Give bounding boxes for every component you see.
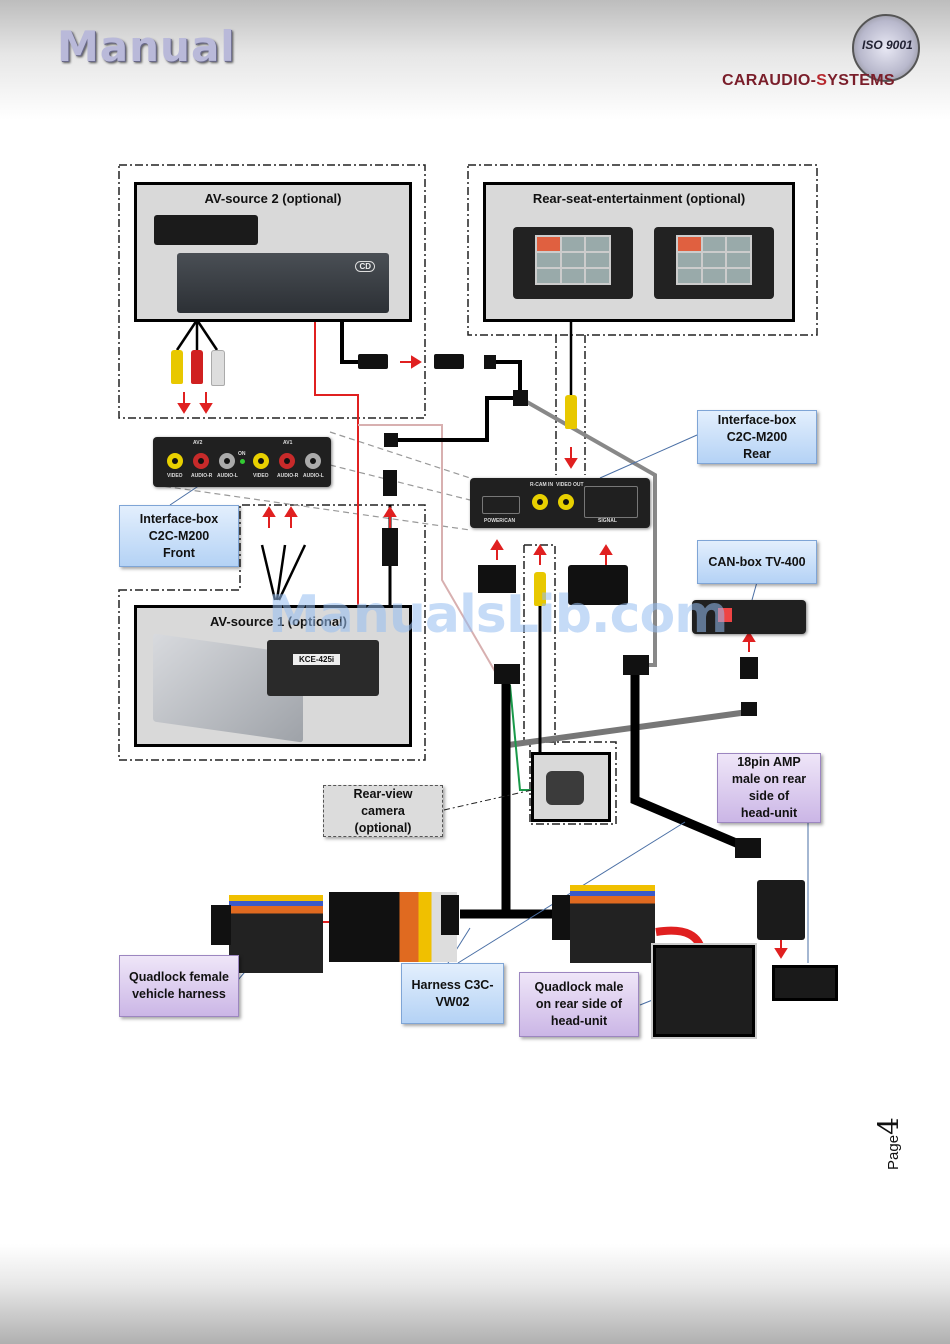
can-box-device bbox=[692, 600, 806, 634]
page-header: Manual ISO 9001 CARAUDIO-SYSTEMS bbox=[0, 0, 950, 120]
label-can-box: CAN-box TV-400 bbox=[697, 540, 817, 584]
signal-plug bbox=[568, 565, 628, 605]
harness-quadlock-female-image bbox=[570, 885, 655, 963]
quadlock-female-image bbox=[229, 895, 323, 973]
amp-connector-image bbox=[757, 880, 805, 940]
camera-rca-outline bbox=[523, 544, 556, 745]
power-led-icon bbox=[240, 459, 245, 464]
power-can-port bbox=[482, 496, 520, 514]
dvd-player-slim-image bbox=[154, 215, 258, 245]
connector-av2-out bbox=[358, 354, 388, 369]
av-source-2-box: AV-source 2 (optional) CD bbox=[134, 182, 412, 322]
jack-av2-video bbox=[167, 453, 183, 469]
harness-joint-right bbox=[623, 655, 649, 675]
harness-end-right bbox=[552, 895, 570, 940]
group-outline-av2 bbox=[118, 164, 426, 419]
iso-certification-badge-icon: ISO 9001 bbox=[852, 14, 920, 82]
harness-end-mid bbox=[441, 895, 459, 935]
harness-quadlock-male-image bbox=[329, 892, 457, 962]
connector-front-box-lower bbox=[382, 528, 398, 566]
head-unit-quadlock-image bbox=[651, 943, 757, 1039]
jack-av2-audio-l bbox=[219, 453, 235, 469]
connector-front-box-mid bbox=[383, 470, 397, 496]
jack-video-out bbox=[558, 494, 574, 510]
jack-av1-audio-r bbox=[279, 453, 295, 469]
harness-end-left bbox=[211, 905, 231, 945]
rse-screen-right bbox=[654, 227, 774, 299]
dip-switch-icon bbox=[718, 608, 732, 622]
av-source-2-title: AV-source 2 (optional) bbox=[204, 191, 342, 206]
av-source-1-title: AV-source 1 (optional) bbox=[210, 614, 347, 629]
harness-joint-left bbox=[494, 664, 520, 684]
rca-plug-camera bbox=[534, 572, 546, 606]
group-outline-rse bbox=[467, 164, 818, 336]
rca-plug-white bbox=[211, 350, 225, 386]
rse-screen-left bbox=[513, 227, 633, 299]
rear-seat-entertainment-box: Rear-seat-entertainment (optional) bbox=[483, 182, 795, 322]
can-box-plug-end bbox=[741, 702, 757, 716]
power-can-plug bbox=[478, 565, 516, 593]
cd-changer-image: CD bbox=[177, 253, 389, 313]
connector-av2-in bbox=[434, 354, 464, 369]
signal-port bbox=[584, 486, 638, 518]
group-outline-av1 bbox=[118, 504, 426, 761]
brand-logo: CARAUDIO-SYSTEMS bbox=[722, 72, 895, 89]
amp-harness-joint bbox=[735, 838, 761, 858]
interface-box-rear-panel: POWER/CAN R-CAM IN VIDEO OUT SIGNAL bbox=[470, 478, 650, 528]
connector-front-box-power bbox=[384, 433, 398, 447]
connector-splitter-top bbox=[484, 355, 496, 369]
amp-socket-image bbox=[770, 963, 840, 1003]
page-footer bbox=[0, 1244, 950, 1344]
interface-box-front-panel: AV2 AV1 ON VIDEO AUDIO-R AUDIO-L VIDEO A… bbox=[153, 437, 331, 487]
page-number: Page4 bbox=[872, 1117, 905, 1170]
manual-title: Manual bbox=[57, 22, 236, 71]
rca-plug-red bbox=[191, 350, 203, 384]
rear-view-camera-box bbox=[531, 752, 611, 822]
jack-av1-video bbox=[253, 453, 269, 469]
rca-plug-yellow-rse bbox=[565, 395, 577, 429]
label-harness: Harness C3C-VW02 bbox=[401, 963, 504, 1024]
group-outline-camera bbox=[529, 741, 617, 825]
jack-av1-audio-l bbox=[305, 453, 321, 469]
rca-plug-yellow bbox=[171, 350, 183, 384]
can-box-plug bbox=[740, 657, 758, 679]
connector-junction bbox=[513, 390, 528, 406]
camera-icon bbox=[546, 771, 584, 805]
kce-425i-interface-image: KCE-425i bbox=[267, 640, 379, 696]
jack-rcam-in bbox=[532, 494, 548, 510]
jack-av2-audio-r bbox=[193, 453, 209, 469]
av-source-1-box: AV-source 1 (optional) KCE-425i bbox=[134, 605, 412, 747]
rse-title: Rear-seat-entertainment (optional) bbox=[532, 191, 746, 206]
